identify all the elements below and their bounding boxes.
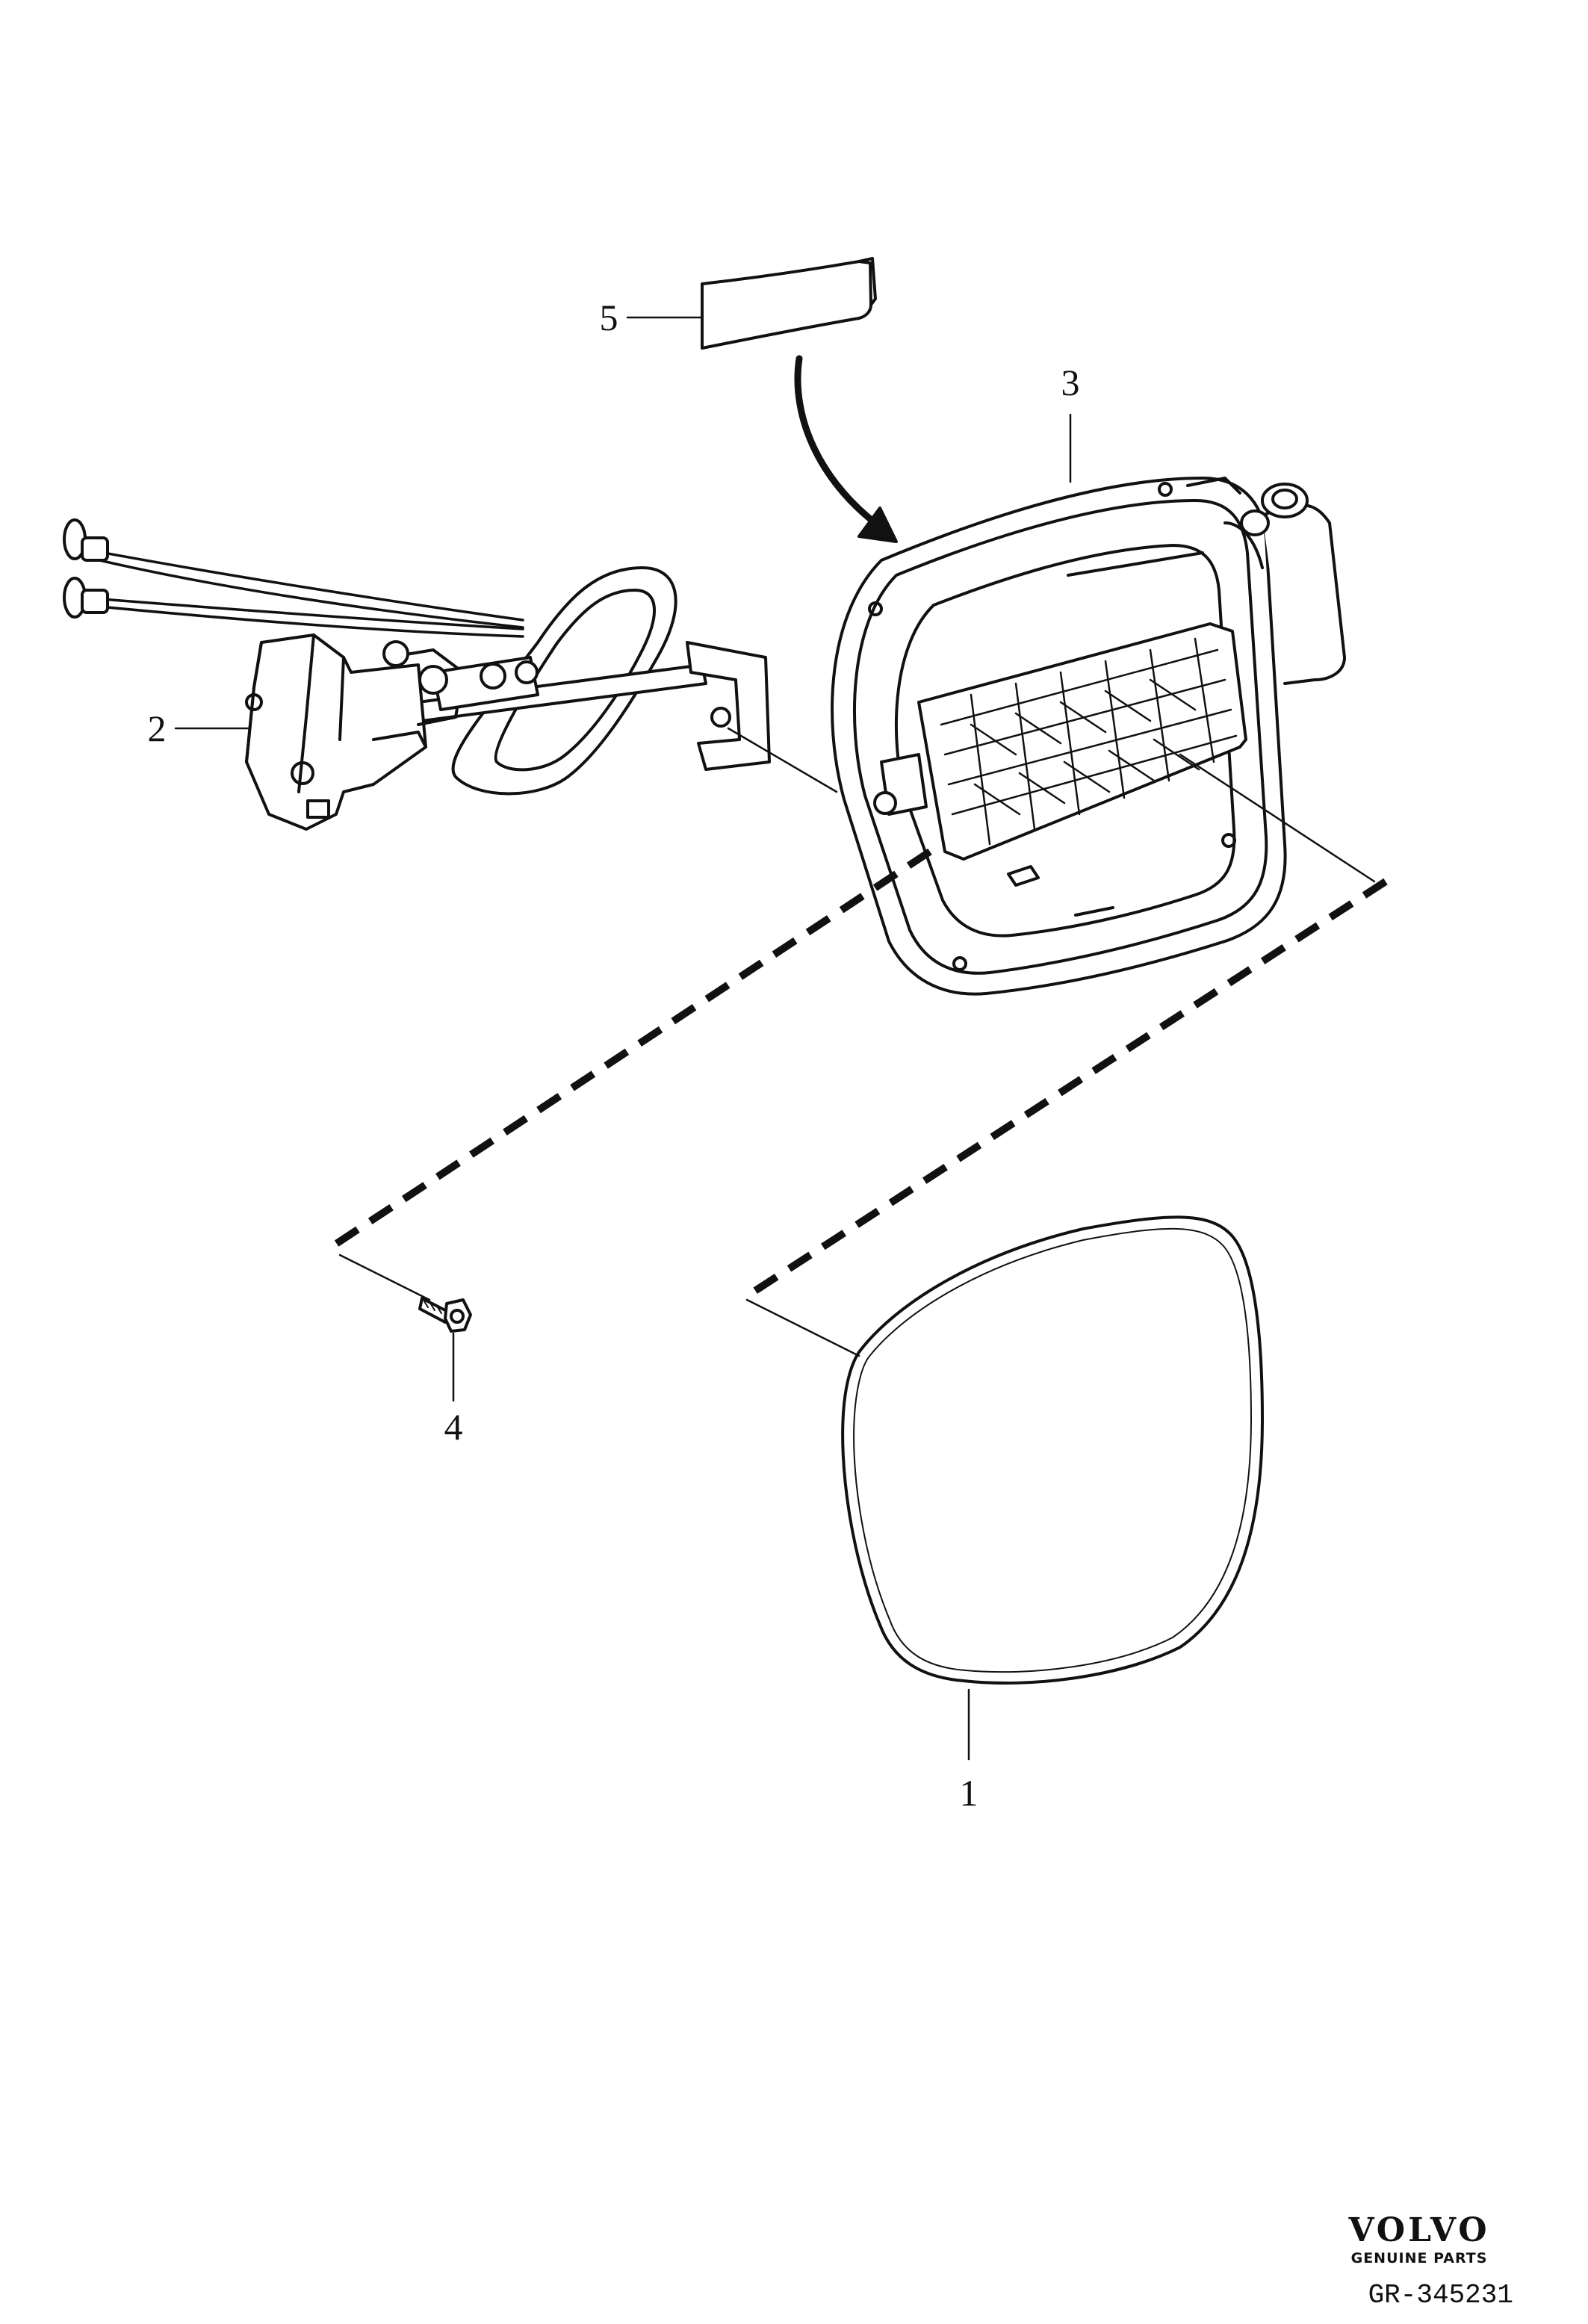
leader-line-4-up bbox=[338, 1254, 431, 1301]
callout-1: 1 bbox=[959, 1772, 978, 1814]
placement-arrow bbox=[794, 355, 898, 543]
part-3-filler-housing bbox=[831, 477, 1346, 996]
callout-3: 3 bbox=[1061, 362, 1080, 403]
brand-tagline: GENUINE PARTS bbox=[1350, 2250, 1488, 2266]
leader-line-grid bbox=[1179, 753, 1376, 883]
part-5-label-sticker bbox=[701, 257, 877, 350]
part-4-screw bbox=[418, 1297, 472, 1333]
part-2-actuator bbox=[63, 518, 771, 831]
callout-4: 4 bbox=[444, 1406, 463, 1448]
drawing-number: GR-345231 bbox=[1368, 2280, 1513, 2311]
brand-logo: VOLVO bbox=[1348, 2211, 1490, 2249]
leader-line-1-up bbox=[745, 1298, 860, 1357]
leader-line-bracket bbox=[727, 727, 838, 793]
assembly-dashed-lines bbox=[334, 848, 1388, 1300]
part-1-flap-lid bbox=[841, 1215, 1264, 1685]
callout-2: 2 bbox=[147, 707, 167, 749]
callout-5: 5 bbox=[599, 297, 618, 338]
